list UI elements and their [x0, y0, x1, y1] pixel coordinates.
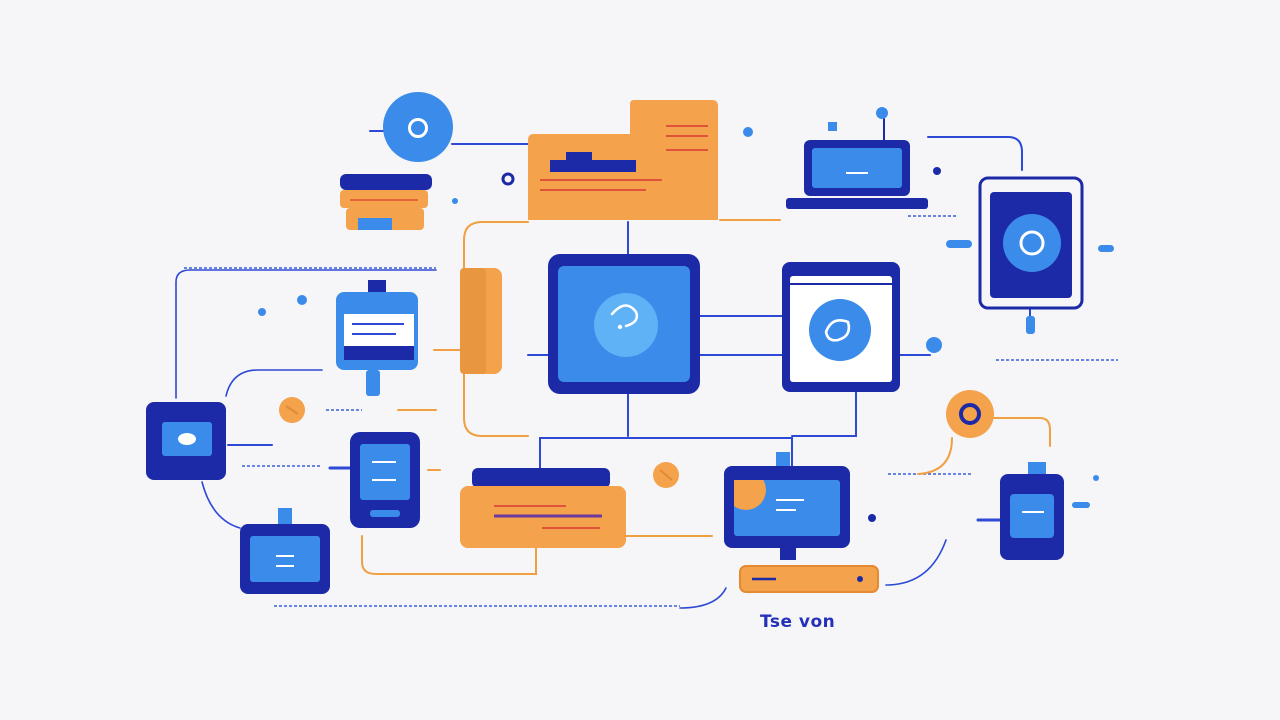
usb-device-node [336, 280, 418, 396]
stacked-cards-node [340, 174, 432, 230]
dashed-lines [184, 215, 1118, 607]
orange-panel-node [460, 468, 626, 548]
power-device-node [1000, 462, 1099, 560]
small-display-node [240, 508, 330, 594]
browser-window-node [782, 262, 942, 392]
globe-node [383, 92, 453, 162]
connector-lines-orange [361, 219, 1051, 575]
coin-node [279, 397, 679, 488]
diagram-caption: Tse von [760, 612, 836, 632]
tablet-node [946, 176, 1114, 334]
desktop-monitor-node [724, 452, 850, 560]
central-monitor-node [548, 254, 700, 394]
laptop-node [786, 107, 928, 209]
document-tab-node [460, 268, 502, 374]
small-screen-node [146, 402, 226, 480]
connector-lines-blue [175, 130, 1031, 609]
ring-node [946, 390, 994, 438]
phone-node [350, 432, 420, 528]
decorative-dots [258, 127, 941, 522]
document-folder-node [528, 100, 718, 220]
router-node [739, 565, 879, 593]
